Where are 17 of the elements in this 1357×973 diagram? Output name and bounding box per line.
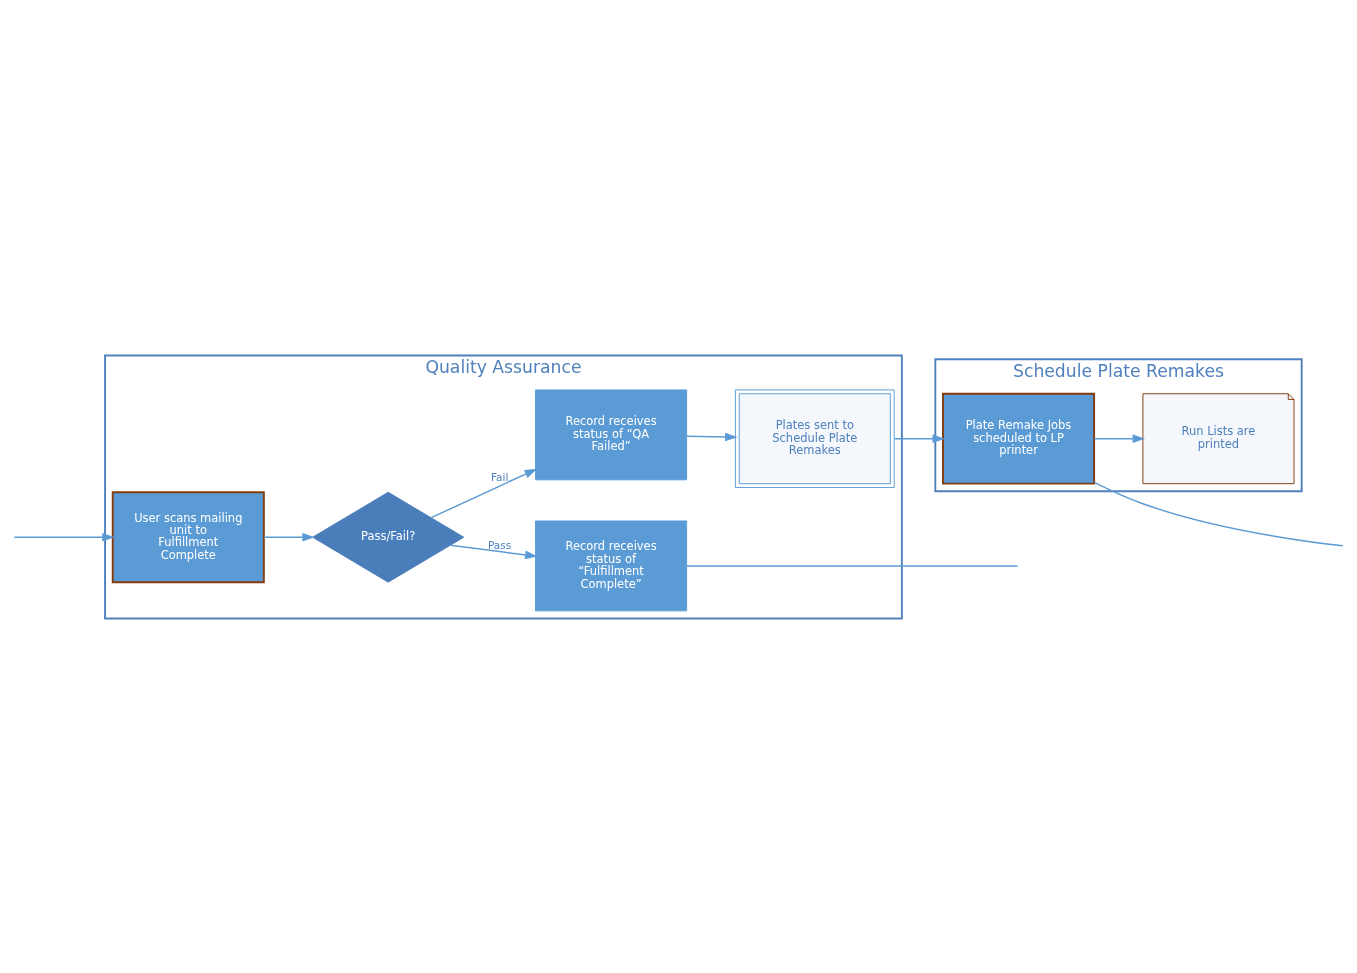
connector [686,564,1019,567]
node-box: User scans mailing unit to Fulfillment Complete [111,490,265,583]
node-box: Plates sent to Schedule Plate Remakes [734,388,895,488]
arrow [263,532,315,542]
arrow [686,432,738,441]
arrow [893,433,945,443]
node-diamond: Pass/Fail? [312,491,465,583]
arrow [449,543,538,559]
arrow [1093,433,1146,443]
arrow [430,468,538,518]
node-box: Record receives status of “Fulfillment Complete” [535,520,688,611]
arrow [13,532,115,542]
edge-label: Fail [490,470,509,483]
node-box: Plate Remake Jobs scheduled to LP printer [942,392,1096,485]
connector [1093,481,1344,547]
edge-label: Pass [487,538,512,550]
node-box: Record receives status of “QA Failed” [535,388,688,480]
